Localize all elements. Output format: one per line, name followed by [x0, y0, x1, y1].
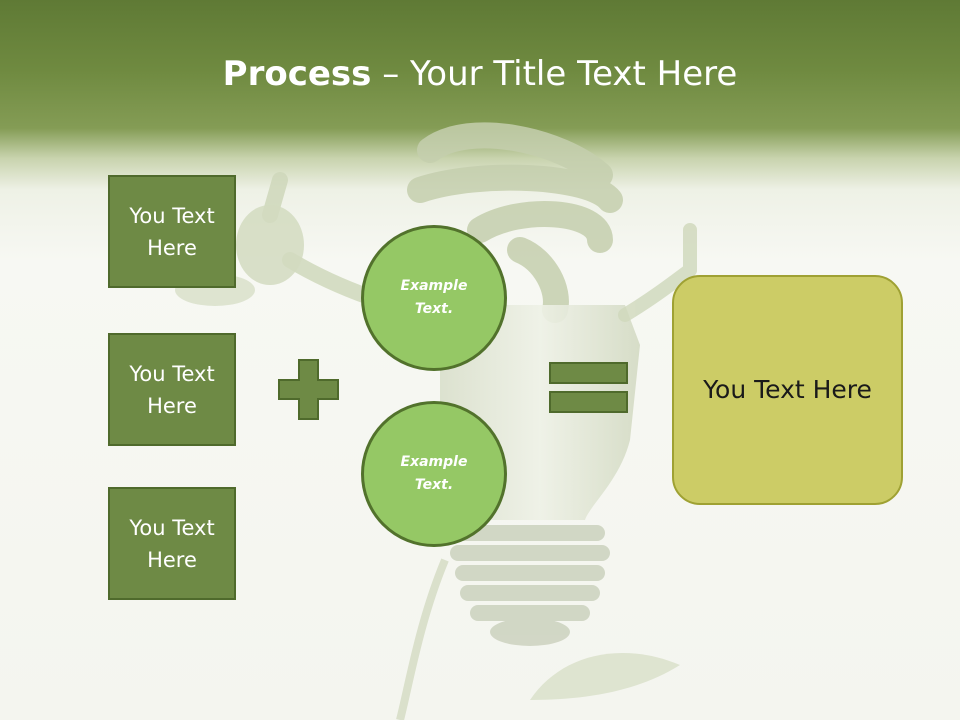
input-box-1-label: You Text Here [129, 203, 215, 260]
example-circle-1: Example Text. [361, 225, 507, 371]
result-box: You Text Here [672, 275, 903, 505]
input-box-1: You Text Here [108, 175, 236, 288]
title-rest: Your Title Text Here [410, 54, 738, 94]
input-box-3-label: You Text Here [129, 515, 215, 572]
title-dash: – [371, 54, 411, 94]
result-box-label: You Text Here [703, 375, 872, 404]
example-circle-2: Example Text. [361, 401, 507, 547]
example-circle-2-label: Example Text. [400, 454, 468, 493]
title-bold: Process [222, 54, 372, 94]
input-box-3: You Text Here [108, 487, 236, 600]
input-box-2: You Text Here [108, 333, 236, 446]
input-box-2-label: You Text Here [129, 361, 215, 418]
example-circle-1-label: Example Text. [400, 278, 468, 317]
equals-icon [549, 362, 628, 413]
slide-title: Process – Your Title Text Here [0, 52, 960, 96]
plus-icon [278, 359, 339, 420]
